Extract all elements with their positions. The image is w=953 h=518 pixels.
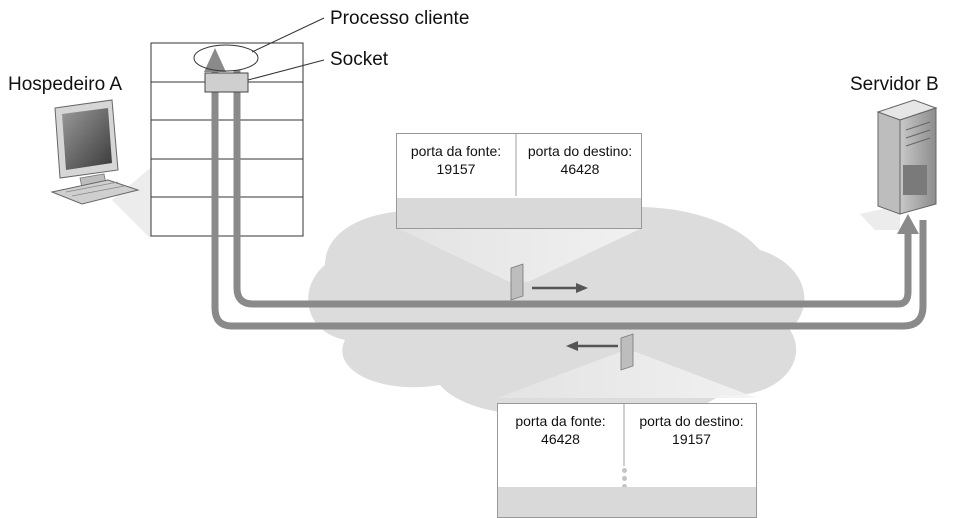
beam-segment-bottom <box>497 352 757 398</box>
dest-port-cell: porta do destino: 46428 <box>515 134 643 196</box>
packet-outbound <box>510 263 588 301</box>
segment-header-outbound: porta da fonte: 19157 porta do destino: … <box>396 133 642 229</box>
dest-port-label: porta do destino: <box>639 413 744 429</box>
arrow-outbound <box>233 70 912 308</box>
arrowhead-host <box>204 48 226 72</box>
client-process-ellipse <box>193 44 259 72</box>
connection-arrows <box>211 70 927 330</box>
dest-port-cell: porta do destino: 19157 <box>623 404 758 466</box>
dest-port-value: 19157 <box>672 431 711 447</box>
beam-server <box>860 205 900 230</box>
segment-footer <box>498 487 756 517</box>
dest-port-value: 46428 <box>560 161 600 177</box>
segment-header-inbound: porta da fonte: 46428 porta do destino: … <box>497 403 757 518</box>
source-port-label: porta da fonte: <box>410 143 502 159</box>
leader-line-socket <box>247 59 325 81</box>
source-port-cell: porta da fonte: 46428 <box>498 404 623 466</box>
server-b-label: Servidor B <box>850 74 939 95</box>
socket-label: Socket <box>330 49 389 70</box>
dest-port-label: porta do destino: <box>527 143 633 159</box>
source-port-label: porta da fonte: <box>515 413 606 429</box>
computer-icon <box>50 99 140 205</box>
server-icon <box>876 99 938 215</box>
source-port-cell: porta da fonte: 19157 <box>397 134 515 196</box>
packet-inbound <box>566 333 634 371</box>
source-port-value: 46428 <box>541 431 580 447</box>
beam-segment-top <box>397 228 642 282</box>
beam-host <box>112 160 160 238</box>
segment-footer <box>397 198 641 228</box>
host-a-label: Hospedeiro A <box>8 74 123 95</box>
client-process-label: Processo cliente <box>330 8 470 29</box>
leader-line-process <box>251 17 325 53</box>
socket-box <box>204 72 249 93</box>
arrow-inbound <box>211 72 927 330</box>
arrowhead-server <box>897 214 919 234</box>
ellipsis-dots <box>622 468 628 492</box>
source-port-value: 19157 <box>436 161 476 177</box>
